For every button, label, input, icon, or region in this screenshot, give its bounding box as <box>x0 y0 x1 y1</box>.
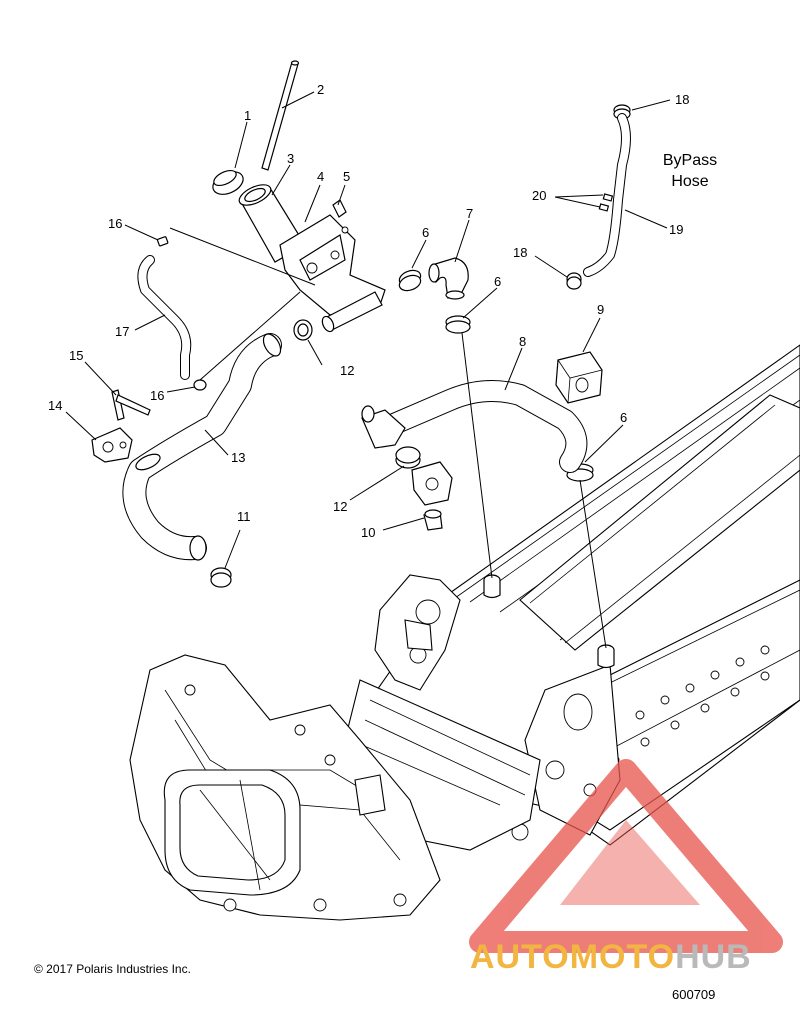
callout-3: 3 <box>287 151 294 166</box>
part-15-tie <box>111 389 151 421</box>
callout-17: 17 <box>115 324 129 339</box>
part-17-hose <box>137 255 192 380</box>
part-5-clip <box>332 199 347 218</box>
part-6-clamp-a <box>398 269 422 292</box>
callout-16-a: 16 <box>108 216 122 231</box>
part-14-bracket <box>91 427 133 463</box>
part-16-fitting-a <box>156 236 169 247</box>
callout-7: 7 <box>466 206 473 221</box>
watermark-text-part1: AUTOMOTO <box>470 938 676 976</box>
callout-6-c: 6 <box>620 410 627 425</box>
callout-14: 14 <box>48 398 62 413</box>
callout-1: 1 <box>244 108 251 123</box>
callout-16-b: 16 <box>150 388 164 403</box>
callout-11: 11 <box>237 509 251 524</box>
callout-10: 10 <box>361 525 375 540</box>
part-16-fitting-b <box>193 379 207 391</box>
part-11-clamp <box>210 567 232 588</box>
leader-lines <box>65 91 671 649</box>
bypass-note-line1: ByPass <box>662 152 718 169</box>
callout-5: 5 <box>343 169 350 184</box>
part-19-bypass-hose <box>583 113 631 277</box>
callout-13: 13 <box>231 450 245 465</box>
part-1-cap <box>212 169 244 195</box>
part-8-elbow-fitting <box>361 405 406 449</box>
callout-9: 9 <box>597 302 604 317</box>
part-4-reservoir-bracket <box>279 214 386 316</box>
part-7-elbow <box>428 257 469 300</box>
watermark-text: AUTOMOTOHUB <box>470 938 752 977</box>
callout-19: 19 <box>669 222 683 237</box>
part-13-hose <box>122 333 282 561</box>
part-10-thermostat <box>411 461 453 531</box>
callout-labels: 1 2 3 4 5 6 6 6 7 8 9 10 11 12 12 13 14 … <box>48 82 689 540</box>
callout-6-a: 6 <box>422 225 429 240</box>
watermark-text-part2: HUB <box>675 938 752 976</box>
watermark-logo <box>469 759 783 953</box>
callout-2: 2 <box>317 82 324 97</box>
part-12-clamp-b <box>395 446 421 469</box>
callout-12-a: 12 <box>340 363 354 378</box>
callout-18-a: 18 <box>675 92 689 107</box>
callout-4: 4 <box>317 169 324 184</box>
copyright-notice: © 2017 Polaris Industries Inc. <box>34 962 191 976</box>
callout-8: 8 <box>519 334 526 349</box>
part-2-tube <box>261 60 300 171</box>
reservoir-outlet-pipe <box>321 291 383 333</box>
part-9-block <box>555 351 603 404</box>
part-6-clamp-b <box>445 315 471 334</box>
callout-18-b: 18 <box>513 245 527 260</box>
callout-15: 15 <box>69 348 83 363</box>
callout-20: 20 <box>532 188 546 203</box>
bypass-note-line2: Hose <box>671 173 709 190</box>
part-20-tie-wraps <box>598 193 614 212</box>
callout-12-b: 12 <box>333 499 347 514</box>
bypass-hose-note: ByPass Hose <box>650 150 730 192</box>
part-12-clamp-a <box>293 319 313 341</box>
chassis-frame <box>129 344 800 921</box>
callout-6-b: 6 <box>494 274 501 289</box>
part-18-clamp-b <box>566 272 582 290</box>
figure-number: 600709 <box>672 987 716 1002</box>
